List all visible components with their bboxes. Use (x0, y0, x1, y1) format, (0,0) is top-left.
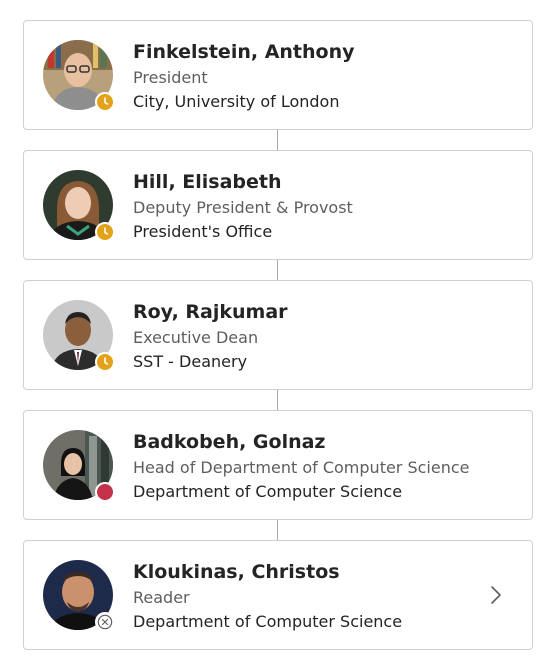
chevron-right-icon[interactable] (489, 584, 503, 606)
person-card-hill[interactable]: Hill, Elisabeth Deputy President & Provo… (23, 150, 533, 260)
person-department: SST - Deanery (133, 352, 248, 371)
presence-offline-badge (95, 612, 115, 632)
person-title: Head of Department of Computer Science (133, 458, 470, 477)
chain-connector (277, 130, 278, 150)
chain-connector (277, 520, 278, 540)
person-name: Hill, Elisabeth (133, 171, 282, 193)
person-card-roy[interactable]: Roy, Rajkumar Executive Dean SST - Deane… (23, 280, 533, 390)
person-name: Finkelstein, Anthony (133, 41, 355, 63)
presence-away-badge (95, 222, 115, 242)
person-title: Reader (133, 588, 190, 607)
presence-away-badge (95, 92, 115, 112)
person-title: Deputy President & Provost (133, 198, 353, 217)
person-card-finkelstein[interactable]: Finkelstein, Anthony President City, Uni… (23, 20, 533, 130)
person-department: Department of Computer Science (133, 612, 403, 631)
person-name: Roy, Rajkumar (133, 301, 288, 323)
person-department: City, University of London (133, 92, 340, 111)
person-card-kloukinas[interactable]: Kloukinas, Christos Reader Department of… (23, 540, 533, 650)
clock-icon (104, 227, 109, 235)
person-card-badkobeh[interactable]: Badkobeh, Golnaz Head of Department of C… (23, 410, 533, 520)
offline-x-icon (97, 614, 113, 630)
clock-icon (104, 357, 109, 365)
clock-icon (104, 97, 109, 105)
chain-connector (277, 260, 278, 280)
person-title: President (133, 68, 208, 87)
person-department: Department of Computer Science (133, 482, 403, 501)
chain-connector (277, 390, 278, 410)
person-name: Kloukinas, Christos (133, 561, 340, 583)
presence-away-badge (95, 352, 115, 372)
presence-busy-badge (95, 482, 115, 502)
person-name: Badkobeh, Golnaz (133, 431, 326, 453)
person-department: President's Office (133, 222, 273, 241)
person-title: Executive Dean (133, 328, 259, 347)
org-chart-chain: Finkelstein, Anthony President City, Uni… (23, 20, 533, 650)
